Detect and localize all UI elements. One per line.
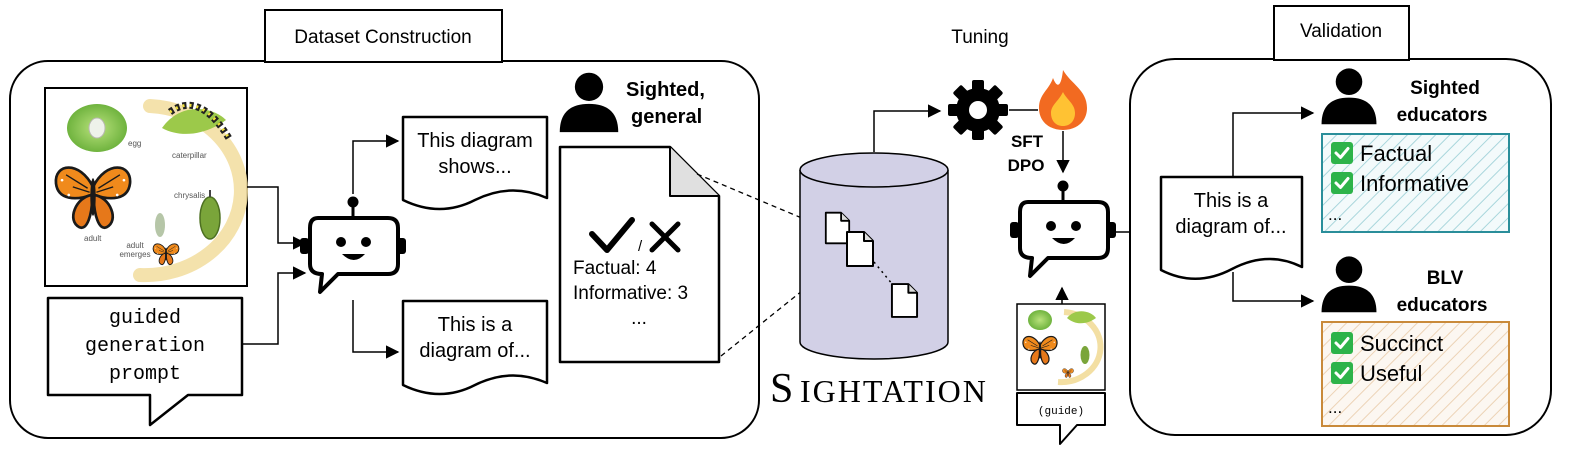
dataset-doc-icon-2 — [846, 231, 874, 267]
useful-check-icon — [1331, 362, 1353, 384]
sighted-educators-line-1: Sighted — [1410, 78, 1480, 99]
tuning-label: Tuning — [951, 27, 1008, 48]
criterion-factual: Factual — [1360, 141, 1432, 166]
adult-label: adult — [84, 234, 102, 243]
sft-label: SFT — [1011, 132, 1044, 151]
dataset-to-tuning-arrow — [873, 104, 942, 152]
adult-emerges-label-1: adult — [126, 241, 144, 250]
succinct-check-icon — [1331, 332, 1353, 354]
rating-informative: Informative: 3 — [573, 283, 688, 304]
description-doc-b — [401, 299, 549, 396]
check-mark-icon — [589, 217, 635, 253]
prompt-bubble — [46, 296, 244, 427]
adult-emerges-label-2: emerges — [119, 250, 150, 259]
dataset-name-rest: IGHTATION — [800, 373, 988, 409]
chrysalis-label: chrysalis — [174, 191, 205, 200]
guide-bubble — [1016, 392, 1106, 445]
factual-check-icon — [1331, 142, 1353, 164]
doc-a-line-1: This diagram — [417, 130, 533, 152]
sighted-criteria-box — [1321, 133, 1510, 233]
tuned-output-doc — [1159, 175, 1304, 280]
informative-check-icon — [1331, 172, 1353, 194]
validation-tab — [1273, 5, 1410, 61]
sighted-criteria-more: ... — [1328, 205, 1342, 224]
dataset-construction-tab — [264, 9, 503, 63]
guide-text: (guide) — [1038, 406, 1084, 418]
rating-document — [558, 145, 721, 364]
flame-icon — [1039, 70, 1087, 130]
robot-to-doc-a-arrow — [352, 134, 400, 194]
image-to-robot-arrow — [247, 186, 307, 250]
output-to-blv-arrow — [1232, 272, 1315, 308]
doc-b-line-1: This is a — [438, 314, 513, 336]
dataset-name-initial: S — [770, 366, 794, 412]
validation-label: Validation — [1300, 21, 1382, 42]
dataset-doc-icon-1 — [824, 211, 851, 245]
blv-criteria-more: ... — [1328, 398, 1342, 417]
check-cross-slash: / — [638, 238, 643, 255]
prompt-line-3: prompt — [109, 363, 181, 386]
tuned-robot-icon — [1008, 180, 1118, 278]
robot-to-doc-b-arrow — [352, 300, 400, 359]
description-doc-a — [401, 115, 549, 211]
tuned-output-line-1: This is a — [1194, 190, 1269, 212]
lifecycle-diagram-image: egg caterpillar chrysalis adult adult em… — [44, 87, 248, 287]
dataset-construction-label: Dataset Construction — [294, 27, 471, 48]
caterpillar-label: caterpillar — [172, 151, 207, 160]
rater-line-1: Sighted, — [626, 79, 705, 101]
prompt-line-1: guided — [109, 307, 181, 330]
criterion-informative: Informative — [1360, 171, 1469, 196]
dataset-doc-dots — [873, 261, 894, 286]
blv-educators-line-2: educators — [1397, 295, 1488, 316]
dataset-doc-icon-3 — [890, 283, 919, 318]
tuned-output-line-2: diagram of... — [1175, 216, 1286, 238]
blv-criteria-box — [1321, 321, 1510, 427]
output-to-sighted-arrow — [1232, 106, 1315, 176]
prompt-to-robot-arrow — [242, 266, 307, 345]
chrysalis-icon — [199, 196, 221, 240]
gear-icon — [948, 80, 1008, 140]
dpo-label: DPO — [1008, 156, 1045, 175]
egg-label: egg — [128, 139, 141, 148]
rating-ellipsis: ... — [631, 308, 647, 329]
prompt-line-2: generation — [85, 335, 205, 358]
input-diagram-thumbnail — [1016, 303, 1106, 391]
doc-b-line-2: diagram of... — [419, 340, 530, 362]
criterion-useful: Useful — [1360, 361, 1422, 386]
rating-factual: Factual: 4 — [573, 258, 657, 279]
blv-educators-line-1: BLV — [1427, 268, 1464, 289]
rater-line-2: general — [631, 106, 702, 128]
cross-mark-icon — [649, 221, 681, 253]
sighted-educators-line-2: educators — [1397, 105, 1488, 126]
criterion-succinct: Succinct — [1360, 331, 1443, 356]
doc-a-line-2: shows... — [438, 156, 511, 178]
